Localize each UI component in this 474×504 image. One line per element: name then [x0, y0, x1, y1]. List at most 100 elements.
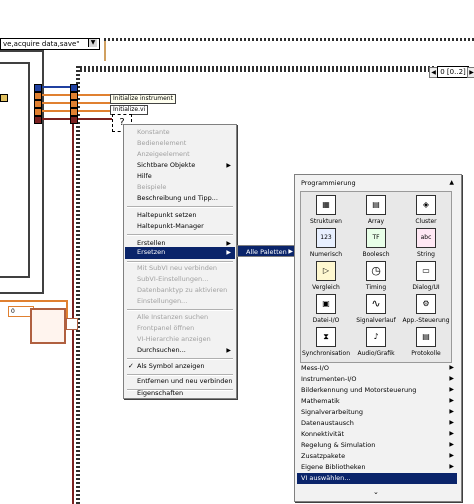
menu-item-hilfe[interactable]: Hilfe	[137, 172, 152, 180]
menu-item-einstellungen[interactable]: Einstellungen...	[137, 297, 188, 305]
context-menu: Konstante Bedienelement Anzeigeelement S…	[123, 124, 237, 399]
array-icon: ▤	[366, 195, 386, 215]
terminal	[70, 100, 78, 108]
audio-graphics-icon: ♪	[366, 327, 386, 347]
palette-cat-mess-io[interactable]: Mess-I/O▶	[301, 364, 454, 372]
palette-item-timing[interactable]: ◷Timing	[351, 258, 401, 300]
menu-item-sichtbare-objekte[interactable]: Sichtbare Objekte▶	[137, 161, 231, 169]
submenu-arrow-icon: ▶	[226, 162, 231, 169]
palette-cat-konnektivitaet[interactable]: Konnektivität▶	[301, 430, 454, 438]
menu-item-erstellen[interactable]: Erstellen▶	[137, 239, 231, 247]
submenu-arrow-icon: ▶	[226, 240, 231, 247]
collapse-icon: ▲	[449, 179, 454, 186]
menu-item-beispiele[interactable]: Beispiele	[137, 183, 167, 191]
menu-item-ersetzen[interactable]: Ersetzen▶	[125, 247, 235, 259]
cluster-node[interactable]	[30, 308, 66, 344]
case-selector[interactable]: 0 [0..2]	[437, 66, 469, 78]
menu-item-haltepunkt-manager[interactable]: Haltepunkt-Manager	[137, 222, 204, 230]
palette-item-array[interactable]: ▤Array	[351, 192, 401, 234]
palette-cat-bilderkennung[interactable]: Bilderkennung und Motorsteuerung▶	[301, 386, 454, 394]
loop-frame-inner	[0, 62, 30, 278]
submenu-arrow-icon: ▶	[226, 347, 231, 354]
chevron-down-icon[interactable]: ⌄	[373, 488, 379, 496]
menu-item-instanzen-suchen[interactable]: Alle Instanzen suchen	[137, 313, 209, 321]
submenu-arrow-icon: ▶	[449, 463, 454, 470]
menu-item-bedienelement[interactable]: Bedienelement	[137, 139, 187, 147]
chevron-down-icon[interactable]: ▼	[88, 39, 97, 47]
wire-bottom	[0, 300, 66, 302]
palette-item-audio-grafik[interactable]: ♪Audio/Grafik	[351, 324, 401, 366]
terminal	[70, 108, 78, 116]
palette-item-signalverlauf[interactable]: ∿Signalverlauf	[351, 291, 401, 333]
wire-orange-v	[104, 41, 106, 61]
case-next-icon[interactable]: ▶	[467, 67, 474, 78]
structures-icon: ▦	[316, 195, 336, 215]
palette-cat-regelung[interactable]: Regelung & Simulation▶	[301, 441, 454, 449]
palette-cat-zusatzpakete[interactable]: Zusatzpakete▶	[301, 452, 454, 460]
wire-error	[40, 86, 72, 88]
menu-item-entfernen[interactable]: Entfernen und neu verbinden	[137, 377, 233, 385]
menu-separator	[127, 358, 233, 360]
menu-item-subvi-einstellungen[interactable]: SubVI-Einstellungen...	[137, 275, 209, 283]
menu-item-als-symbol[interactable]: ✓Als Symbol anzeigen	[128, 362, 205, 370]
numeric-icon: 123	[316, 228, 336, 248]
palette-cat-instrumenten-io[interactable]: Instrumenten-I/O▶	[301, 375, 454, 383]
palette-header[interactable]: Programmierung▲	[301, 179, 454, 187]
palette-item-synchronisation[interactable]: ⧗Synchronisation	[301, 324, 351, 366]
submenu-arrow-icon: ▶	[449, 397, 454, 404]
palette-cat-signalverarbeitung[interactable]: Signalverarbeitung▶	[301, 408, 454, 416]
terminal	[34, 108, 42, 116]
enum-selector[interactable]: ve,acquire data,save"	[0, 38, 100, 50]
wire-bottom-2	[66, 300, 68, 330]
menu-item-beschreibung[interactable]: Beschreibung und Tipp...	[137, 194, 218, 202]
outer-frame-top	[104, 38, 474, 41]
app-control-icon: ⚙	[416, 294, 436, 314]
palette-cat-datenaustausch[interactable]: Datenaustausch▶	[301, 419, 454, 427]
submenu-arrow-icon: ▶	[449, 419, 454, 426]
menu-item-subvi-verbinden[interactable]: Mit SubVI neu verbinden	[137, 264, 217, 272]
menu-item-durchsuchen[interactable]: Durchsuchen...▶	[137, 346, 231, 354]
menu-separator	[127, 234, 233, 236]
palette-item-cluster[interactable]: ◈Cluster	[401, 192, 451, 234]
palette-item-vergleich[interactable]: ▷Vergleich	[301, 258, 351, 300]
palette-cat-vi-auswaehlen[interactable]: VI auswählen...	[297, 473, 457, 484]
menu-separator	[127, 389, 233, 391]
menu-item-hierarchie[interactable]: VI-Hierarchie anzeigen	[137, 335, 211, 343]
submenu-arrow-icon: ▶	[449, 408, 454, 415]
submenu-arrow-icon: ▶	[449, 430, 454, 437]
subvi-label: Initialize instrument	[110, 94, 176, 104]
palette-item-datei-io[interactable]: ▣Datei-I/O	[301, 291, 351, 333]
palette-item-app-steuerung[interactable]: ⚙App.-Steuerung	[401, 291, 451, 333]
case-frame-left	[76, 66, 80, 504]
menu-item-eigenschaften[interactable]: Eigenschaften	[137, 389, 184, 397]
submenu-alle-paletten[interactable]: Alle Paletten▶	[237, 245, 297, 257]
submenu-arrow-icon: ▶	[449, 375, 454, 382]
case-frame-top	[76, 66, 436, 72]
submenu-arrow-icon: ▶	[449, 386, 454, 393]
file-io-icon: ▣	[316, 294, 336, 314]
menu-item-haltepunkt-setzen[interactable]: Haltepunkt setzen	[137, 211, 197, 219]
menu-item-anzeigeelement[interactable]: Anzeigeelement	[137, 150, 190, 158]
terminal	[34, 116, 42, 124]
menu-item-frontpanel[interactable]: Frontpanel öffnen	[137, 324, 195, 332]
terminal	[70, 92, 78, 100]
dialog-icon: ▭	[416, 261, 436, 281]
menu-item-datenbanktyp[interactable]: Datenbanktyp zu aktivieren	[137, 286, 228, 294]
menu-item-konstante[interactable]: Konstante	[137, 128, 170, 136]
menu-separator	[127, 374, 233, 376]
cluster-icon: ◈	[416, 195, 436, 215]
functions-palette: Programmierung▲ ▦Strukturen ▤Array ◈Clus…	[294, 174, 462, 502]
palette-item-protokolle[interactable]: ▤Protokolle	[401, 324, 451, 366]
palette-cat-eigene-bibliotheken[interactable]: Eigene Bibliotheken▶	[301, 463, 454, 471]
submenu-arrow-icon: ▶	[449, 452, 454, 459]
palette-item-dialog[interactable]: ▭Dialog/UI	[401, 258, 451, 300]
checkmark-icon: ✓	[128, 362, 134, 370]
terminal	[34, 100, 42, 108]
palette-cat-mathematik[interactable]: Mathematik▶	[301, 397, 454, 405]
palette-item-strukturen[interactable]: ▦Strukturen	[301, 192, 351, 234]
wire-vert	[72, 118, 74, 504]
